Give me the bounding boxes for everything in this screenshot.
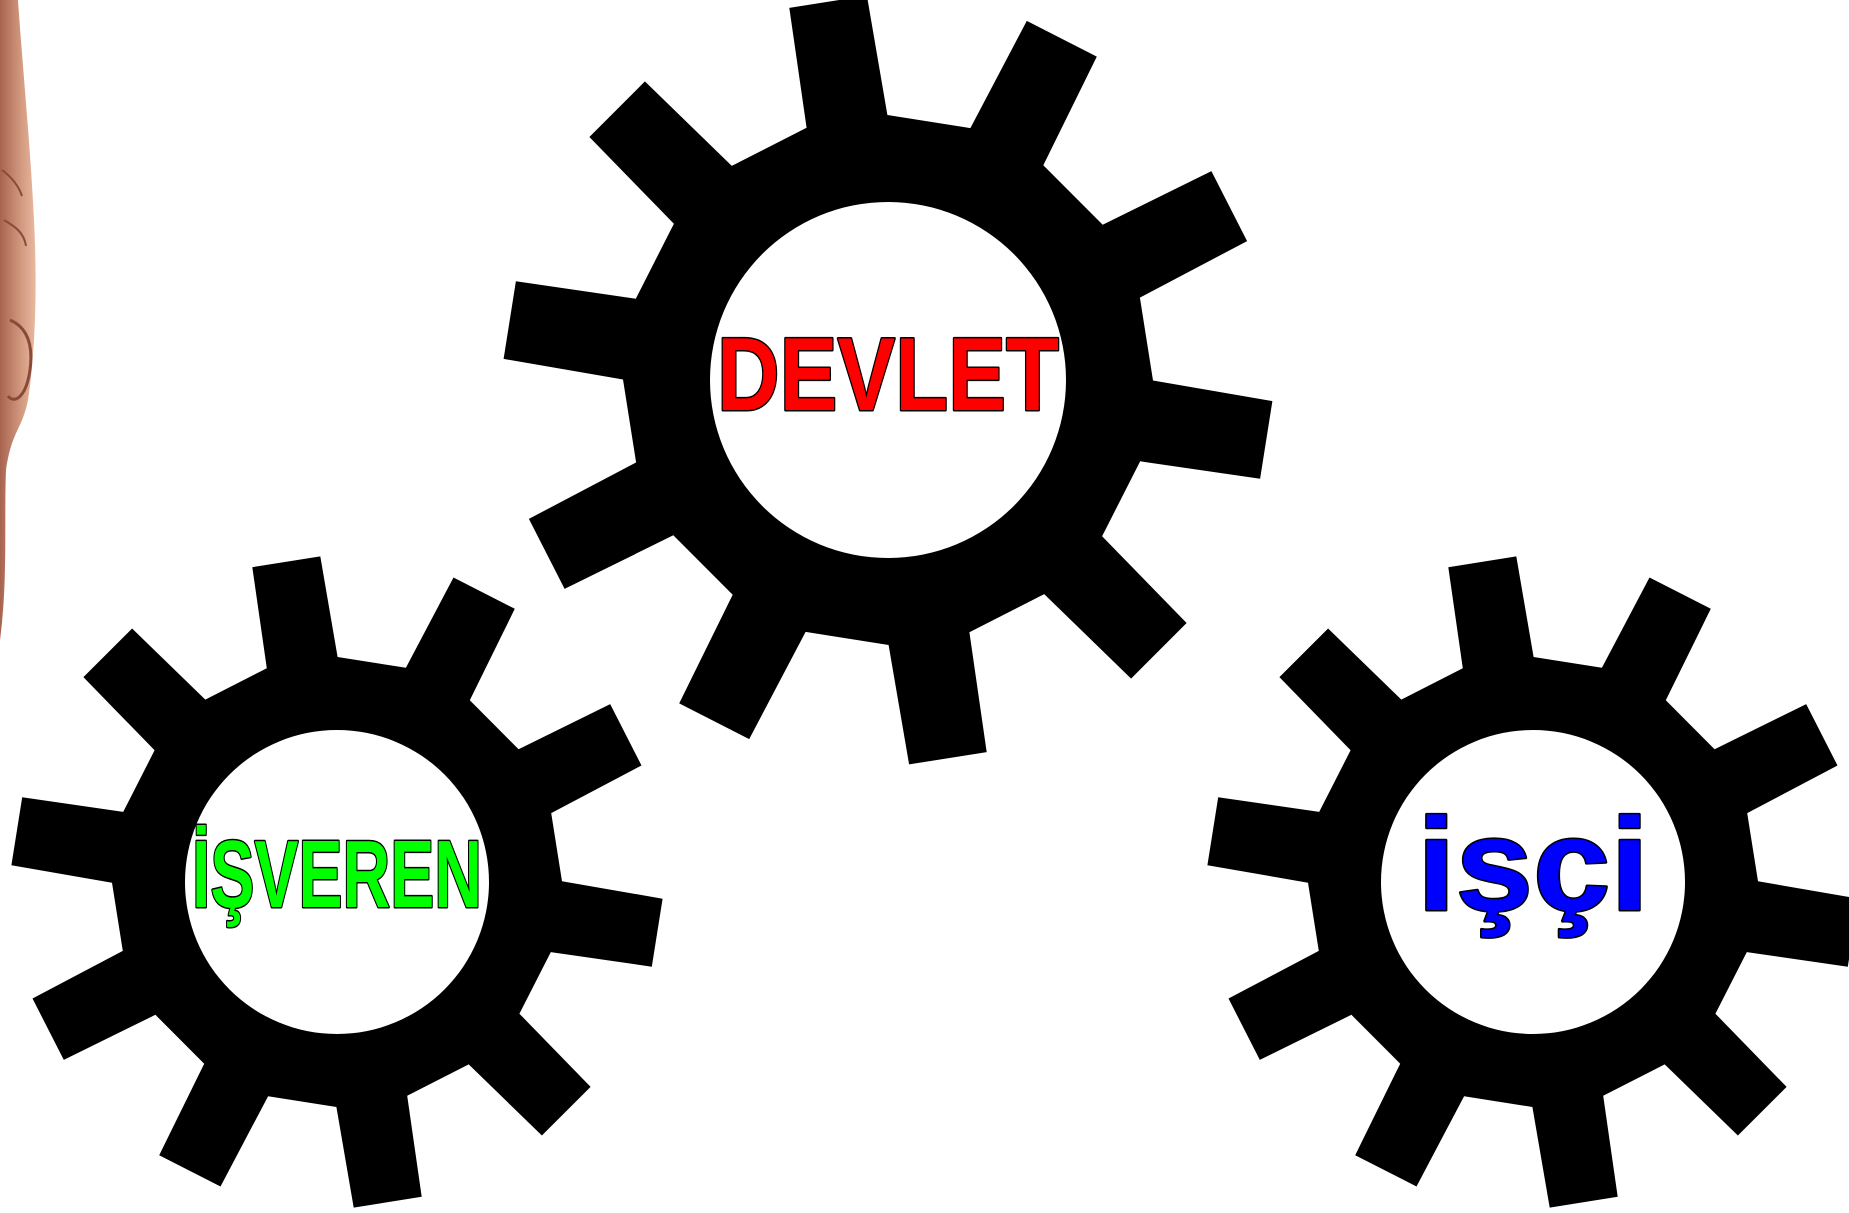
- gear-isci-label: işçi: [1417, 791, 1649, 938]
- gear-isveren-label: İŞVEREN: [192, 821, 482, 928]
- gear-isci: işçi: [1207, 556, 1849, 1207]
- gear-devlet: DEVLET: [504, 0, 1273, 764]
- gear-isveren: İŞVEREN: [11, 556, 662, 1207]
- hand-image: [0, 0, 36, 640]
- gear-devlet-label: DEVLET: [717, 317, 1059, 433]
